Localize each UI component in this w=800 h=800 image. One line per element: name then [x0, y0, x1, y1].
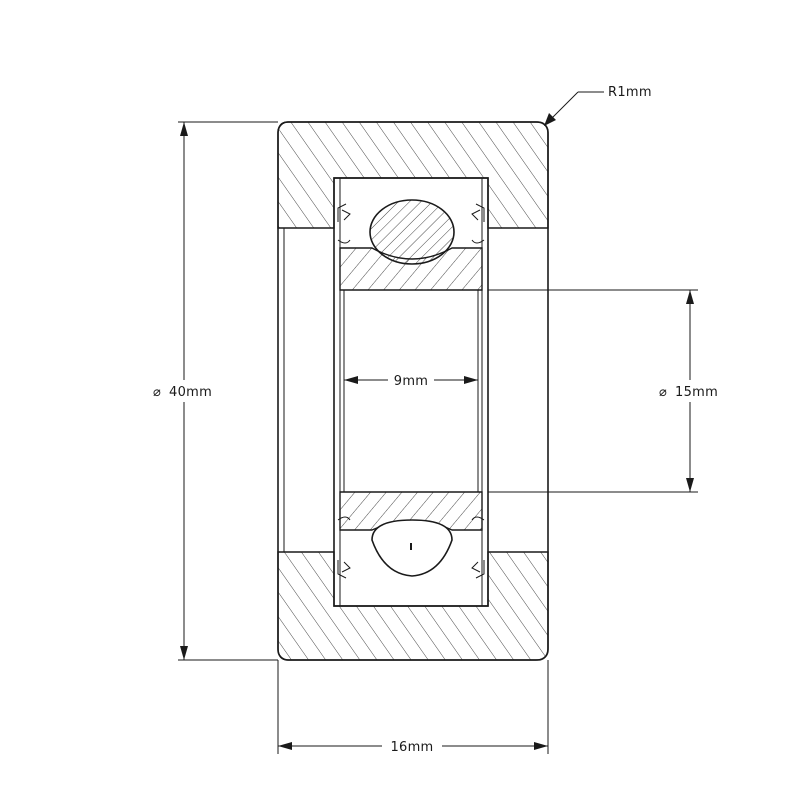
seal-bottom-right [471, 516, 485, 579]
arrowhead [686, 478, 694, 492]
dimension-inner-width: 9mm [344, 370, 478, 390]
ball-top [369, 199, 455, 265]
outer-diameter-label: 40mm [169, 385, 212, 400]
bearing-body-outline [333, 177, 489, 607]
total-width-label: 16mm [390, 740, 433, 755]
inner-width-label: 9mm [394, 374, 429, 389]
arrowhead [278, 742, 292, 750]
bearing-balls [369, 199, 455, 577]
arrowhead [464, 376, 478, 384]
seal-bottom-left [337, 516, 351, 579]
seal-top-right [471, 203, 485, 244]
arrowhead [344, 376, 358, 384]
seal-top-left [337, 203, 351, 244]
dimension-edge-radius: R1mm [544, 85, 652, 126]
dimension-bore-diameter: ⌀ 15mm [488, 289, 726, 493]
bearing-inner-ring [339, 247, 483, 531]
arrowhead [180, 122, 188, 136]
diameter-symbol: ⌀ [153, 385, 161, 400]
diameter-symbol: ⌀ [659, 385, 667, 400]
bore-diameter-label: 15mm [675, 385, 718, 400]
arrowhead [534, 742, 548, 750]
dimension-total-width: 16mm [277, 660, 549, 756]
bearing-seals [337, 203, 485, 579]
arrowhead [180, 646, 188, 660]
arrowhead [544, 113, 556, 126]
edge-radius-label: R1mm [608, 85, 652, 100]
arrowhead [686, 290, 694, 304]
dimension-outer-diameter: ⌀ 40mm [150, 121, 278, 661]
